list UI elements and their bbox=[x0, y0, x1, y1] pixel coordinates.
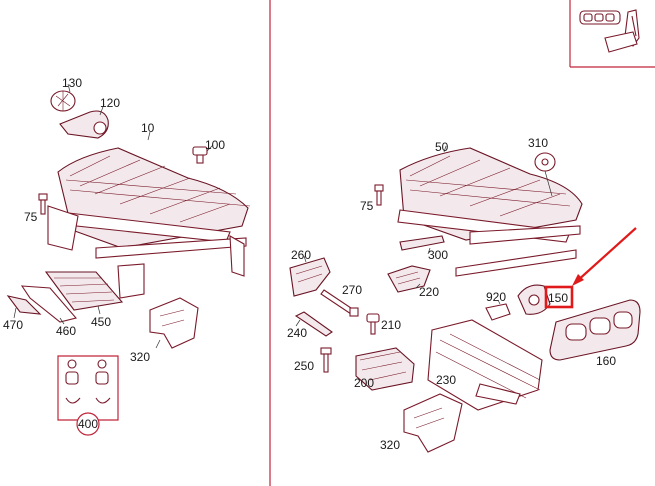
callout-75-left: 75 bbox=[24, 210, 38, 224]
part-320-bracket-left bbox=[149, 297, 199, 349]
part-260-bracket bbox=[289, 255, 331, 297]
callout-300: 300 bbox=[428, 248, 448, 262]
callout-310: 310 bbox=[528, 136, 548, 150]
part-470-strip bbox=[6, 295, 42, 319]
inset-thumbnail bbox=[569, 0, 655, 68]
highlight-box bbox=[544, 285, 574, 309]
callout-220: 220 bbox=[419, 285, 439, 299]
part-250-bolt bbox=[320, 347, 332, 373]
callout-920: 920 bbox=[486, 290, 506, 304]
part-100-bolt bbox=[192, 144, 214, 164]
callout-470: 470 bbox=[3, 318, 23, 332]
part-75-screw-right bbox=[374, 184, 384, 206]
part-920-clip bbox=[485, 299, 511, 321]
part-210-screw bbox=[366, 313, 380, 335]
part-310-disc bbox=[534, 152, 556, 197]
part-130-disk bbox=[50, 83, 76, 112]
part-400-kit bbox=[57, 355, 119, 436]
callout-130: 130 bbox=[62, 76, 82, 90]
part-230-frame bbox=[427, 319, 543, 411]
callout-200: 200 bbox=[354, 376, 374, 390]
callout-10: 10 bbox=[141, 121, 155, 135]
callout-260: 260 bbox=[291, 248, 311, 262]
callout-75-right: 75 bbox=[360, 199, 374, 213]
part-460-cover bbox=[20, 285, 78, 325]
pointer-arrow bbox=[575, 227, 637, 283]
callout-250: 250 bbox=[294, 359, 314, 373]
part-270-bolt bbox=[320, 289, 359, 317]
part-50-seat-frame bbox=[397, 145, 583, 277]
part-120-lever bbox=[59, 103, 109, 139]
part-10-seat-frame bbox=[47, 131, 251, 299]
part-320-bracket-right bbox=[403, 393, 463, 453]
callout-120: 120 bbox=[100, 96, 120, 110]
part-300-bar bbox=[399, 235, 445, 255]
callout-460: 460 bbox=[56, 324, 76, 338]
part-75-screw-left bbox=[38, 193, 48, 215]
callout-230: 230 bbox=[436, 373, 456, 387]
highlight-150 bbox=[544, 227, 637, 309]
part-220-clip bbox=[387, 265, 431, 293]
part-240-strip bbox=[294, 311, 333, 337]
callout-400: 400 bbox=[78, 417, 98, 431]
part-150-switch bbox=[517, 284, 551, 315]
callout-210: 210 bbox=[381, 318, 401, 332]
callout-240: 240 bbox=[287, 326, 307, 340]
callout-450: 450 bbox=[91, 315, 111, 329]
part-450-panel bbox=[44, 271, 124, 315]
part-200-module bbox=[355, 347, 415, 391]
pointer-arrowhead bbox=[572, 274, 584, 286]
callout-100: 100 bbox=[205, 138, 225, 152]
part-160-switch-panel bbox=[549, 299, 641, 361]
callout-150: 150 bbox=[548, 291, 568, 305]
callout-320-right: 320 bbox=[380, 438, 400, 452]
callout-50: 50 bbox=[435, 140, 449, 154]
callout-160: 160 bbox=[596, 354, 616, 368]
callout-320-left: 320 bbox=[130, 350, 150, 364]
callout-270: 270 bbox=[342, 283, 362, 297]
